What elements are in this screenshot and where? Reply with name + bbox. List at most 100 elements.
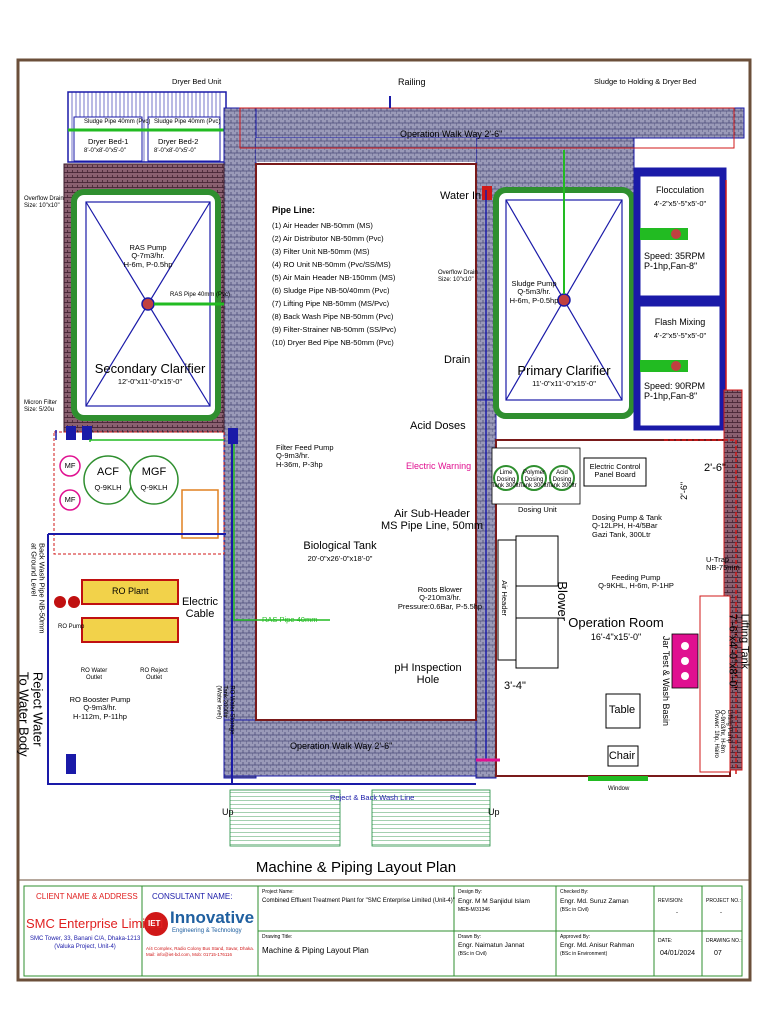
client-name: SMC Enterprise Limited: [26, 916, 164, 931]
label-acf: ACF: [97, 466, 119, 478]
label-ro-plant: RO Plant: [112, 586, 149, 596]
label-floc-speed: Speed: 35RPM P-1hp,Fan-8": [644, 251, 706, 271]
label-roots-blower: Roots Blower Q-210m3/hr. Pressure:0.6Bar…: [397, 585, 483, 611]
label-sludge-to-holding: Sludge to Holding & Dryer Bed: [594, 77, 697, 86]
label-mgf-q: Q-9KLH: [140, 483, 168, 492]
label-three-four: 3'-4": [504, 680, 526, 692]
pipe-line-item: (6) Sludge Pipe NB-50/40mm (Pvc): [272, 286, 390, 295]
label-sludge-pipe-2: Sludge Pipe 40mm (Pvc): [154, 119, 221, 125]
label-two-six-v: 2'-6": [679, 481, 690, 500]
label-dryer-bed-1-size: 8'-0"x8'-0"x5'-0": [84, 148, 126, 154]
label-u-trap: U-Trap NB-75mm: [706, 555, 740, 573]
biological-tank: [255, 163, 477, 721]
label-operation-room: Operation Room: [568, 615, 664, 630]
revision: -: [676, 910, 678, 916]
electric-control-panel: [583, 457, 647, 487]
approved-by-label: Approved By:: [560, 934, 591, 940]
label-operation-walkway-top: Operation Walk Way 2'-6": [400, 129, 503, 139]
approved-by-sub: (BSc in Environment): [560, 951, 608, 957]
filter-feed-pump: [181, 489, 219, 539]
project-name: Combined Effluent Treatment Plant for "S…: [262, 898, 455, 904]
label-railing: Railing: [398, 77, 426, 87]
pipe-line-title: Pipe Line:: [272, 205, 316, 215]
label-air-header: Air Header: [500, 580, 510, 617]
label-ro-water-outlet: RO Water Outlet: [80, 668, 108, 681]
label-drain: Drain: [444, 354, 471, 366]
label-secondary-clarifier-size: 12'-0"x11'-0"x15'-0": [117, 377, 183, 386]
label-reject-backwash: Reject & Back Wash Line: [330, 793, 415, 802]
label-lifting-pump: Lifting Pump Q-9m3/hr, H-8m Power: 1hp, …: [712, 709, 732, 758]
pipe-line-item: (1) Air Header NB-50mm (MS): [272, 221, 373, 230]
label-ro-storage: RO Water Storage Tank 2000ltr (Water lev…: [215, 685, 235, 735]
pipe-line-item: (7) Lifting Pipe NB-50mm (MS/Pvc): [272, 299, 390, 308]
drawing-no: 07: [714, 950, 722, 957]
pipe-line-item: (2) Air Distributor NB-50mm (Pvc): [272, 234, 384, 243]
date-label: DATE:: [658, 938, 673, 944]
consultant-address: A/4 Complex, Radio Colony Bus Stand, Sav…: [146, 946, 255, 958]
label-flocculation: Flocculation: [655, 185, 705, 195]
pipe-line-item: (4) RO Unit NB-50mm (Pvc/SS/MS): [272, 260, 391, 269]
label-ro-booster: RO Booster Pump Q-9m3/hr. H-112m, P-11hp: [69, 695, 131, 721]
mgf-filter: [129, 455, 179, 505]
label-secondary-clarifier: Secondary Clarifier: [94, 361, 206, 376]
label-electric-warning: Electric Warning: [406, 461, 472, 471]
label-overflow-drain-mid: Overflow Drain Size: 10"x10": [438, 270, 478, 283]
label-micron-filter: Micron Filter Size: 5/20u: [24, 400, 58, 413]
label-dryer-bed-2-size: 8'-0"x8'-0"x5'-0": [154, 148, 196, 154]
label-ro-pump: RO Pump: [58, 624, 85, 630]
label-flash-speed: Speed: 90RPM P-1hp,Fan-8": [644, 381, 706, 401]
roots-blower-1: [515, 535, 559, 587]
label-acf-q: Q-9KLH: [94, 483, 122, 492]
label-ph-inspection: pH Inspection Hole: [394, 662, 462, 687]
project-name-label: Project Name:: [262, 889, 294, 895]
drawing-no-label: DRAWING NO.:: [706, 938, 742, 944]
label-table: Table: [608, 704, 636, 716]
label-primary-clarifier: Primary Clarifier: [517, 363, 611, 378]
label-air-sub-header: Air Sub-Header MS Pipe Line, 50mm: [380, 508, 484, 533]
checked-by-sub: (BSc in Civil): [560, 907, 589, 913]
label-mgf: MGF: [141, 466, 167, 478]
label-electric-cable: Electric Cable: [181, 596, 219, 621]
label-jar-test: Jar Test & Wash Basin: [660, 635, 671, 726]
label-chair: Chair: [608, 750, 636, 762]
drawn-by: Engr. Naimatun Jannat: [458, 942, 525, 949]
drawing-title-label: Drawing Title:: [262, 934, 293, 940]
revision-label: REVISION:: [658, 898, 684, 904]
label-up-right: Up: [488, 807, 500, 817]
label-two-six-h: 2'-6": [704, 462, 726, 474]
pipe-line-item: (5) Air Main Header NB-150mm (MS): [272, 273, 396, 282]
label-ro-reject-outlet: RO Reject Outlet: [140, 668, 168, 681]
ro-plant-membrane-1: [81, 579, 179, 605]
drawing-title-cell: Machine & Piping Layout Plan: [262, 946, 369, 955]
label-backwash-pipe: Back Wash Pipe NB-50mm at Ground Level: [29, 542, 47, 634]
drawn-by-label: Drawn By:: [458, 934, 482, 940]
ro-plant-membrane-2: [81, 617, 179, 643]
lifting-tank: [699, 595, 731, 773]
project-no: -: [720, 910, 722, 916]
consultant-sub: Engineering & Technology: [172, 928, 242, 934]
pipe-line-item: (8) Back Wash Pipe NB-50mm (Pvc): [272, 312, 394, 321]
label-flash-mixing: Flash Mixing: [654, 317, 706, 327]
mf-filter-1: [59, 455, 81, 477]
approved-by: Engr. Md. Anisur Rahman: [560, 942, 635, 949]
label-feeding-pump: Feeding Pump Q-9KHL, H-6m, P-1HP: [598, 573, 674, 591]
label-electric-control-panel: Electric Control Panel Board: [589, 462, 641, 480]
client-header: CLIENT NAME & ADDRESS: [36, 892, 138, 901]
design-by-label: Design By:: [458, 889, 483, 895]
table: [605, 693, 641, 729]
label-ras-pump: RAS Pump Q-7m3/hr. H-6m, P-0.5hp: [123, 243, 173, 269]
label-dosing-pump-tank: Dosing Pump & Tank Q-12LPH, H-4/5Bar Gaz…: [592, 513, 662, 539]
label-sludge-pipe-1: Sludge Pipe 40mm (Pvc): [84, 119, 151, 125]
label-biological-tank: Biological Tank: [303, 540, 377, 552]
consultant-name: Innovative: [170, 908, 255, 927]
label-primary-clarifier-size: 11'-0"x11'-0"x15'-0": [532, 379, 596, 388]
label-dosing-tank-1: Lime Dosing Tank 300ltr: [491, 470, 521, 490]
label-sludge-pump: Sludge Pump Q-5m3/hr. H-6m, P-0.5hp: [509, 279, 559, 305]
acf-filter: [83, 455, 133, 505]
label-acid-doses: Acid Doses: [410, 420, 466, 432]
label-reject-water: Reject Water To Water Body: [16, 671, 46, 757]
design-by-sub: MEB-M/31346: [458, 907, 490, 913]
project-no-label: PROJECT NO.:: [706, 898, 741, 904]
drawn-by-sub: (BSc in Civil): [458, 951, 487, 957]
